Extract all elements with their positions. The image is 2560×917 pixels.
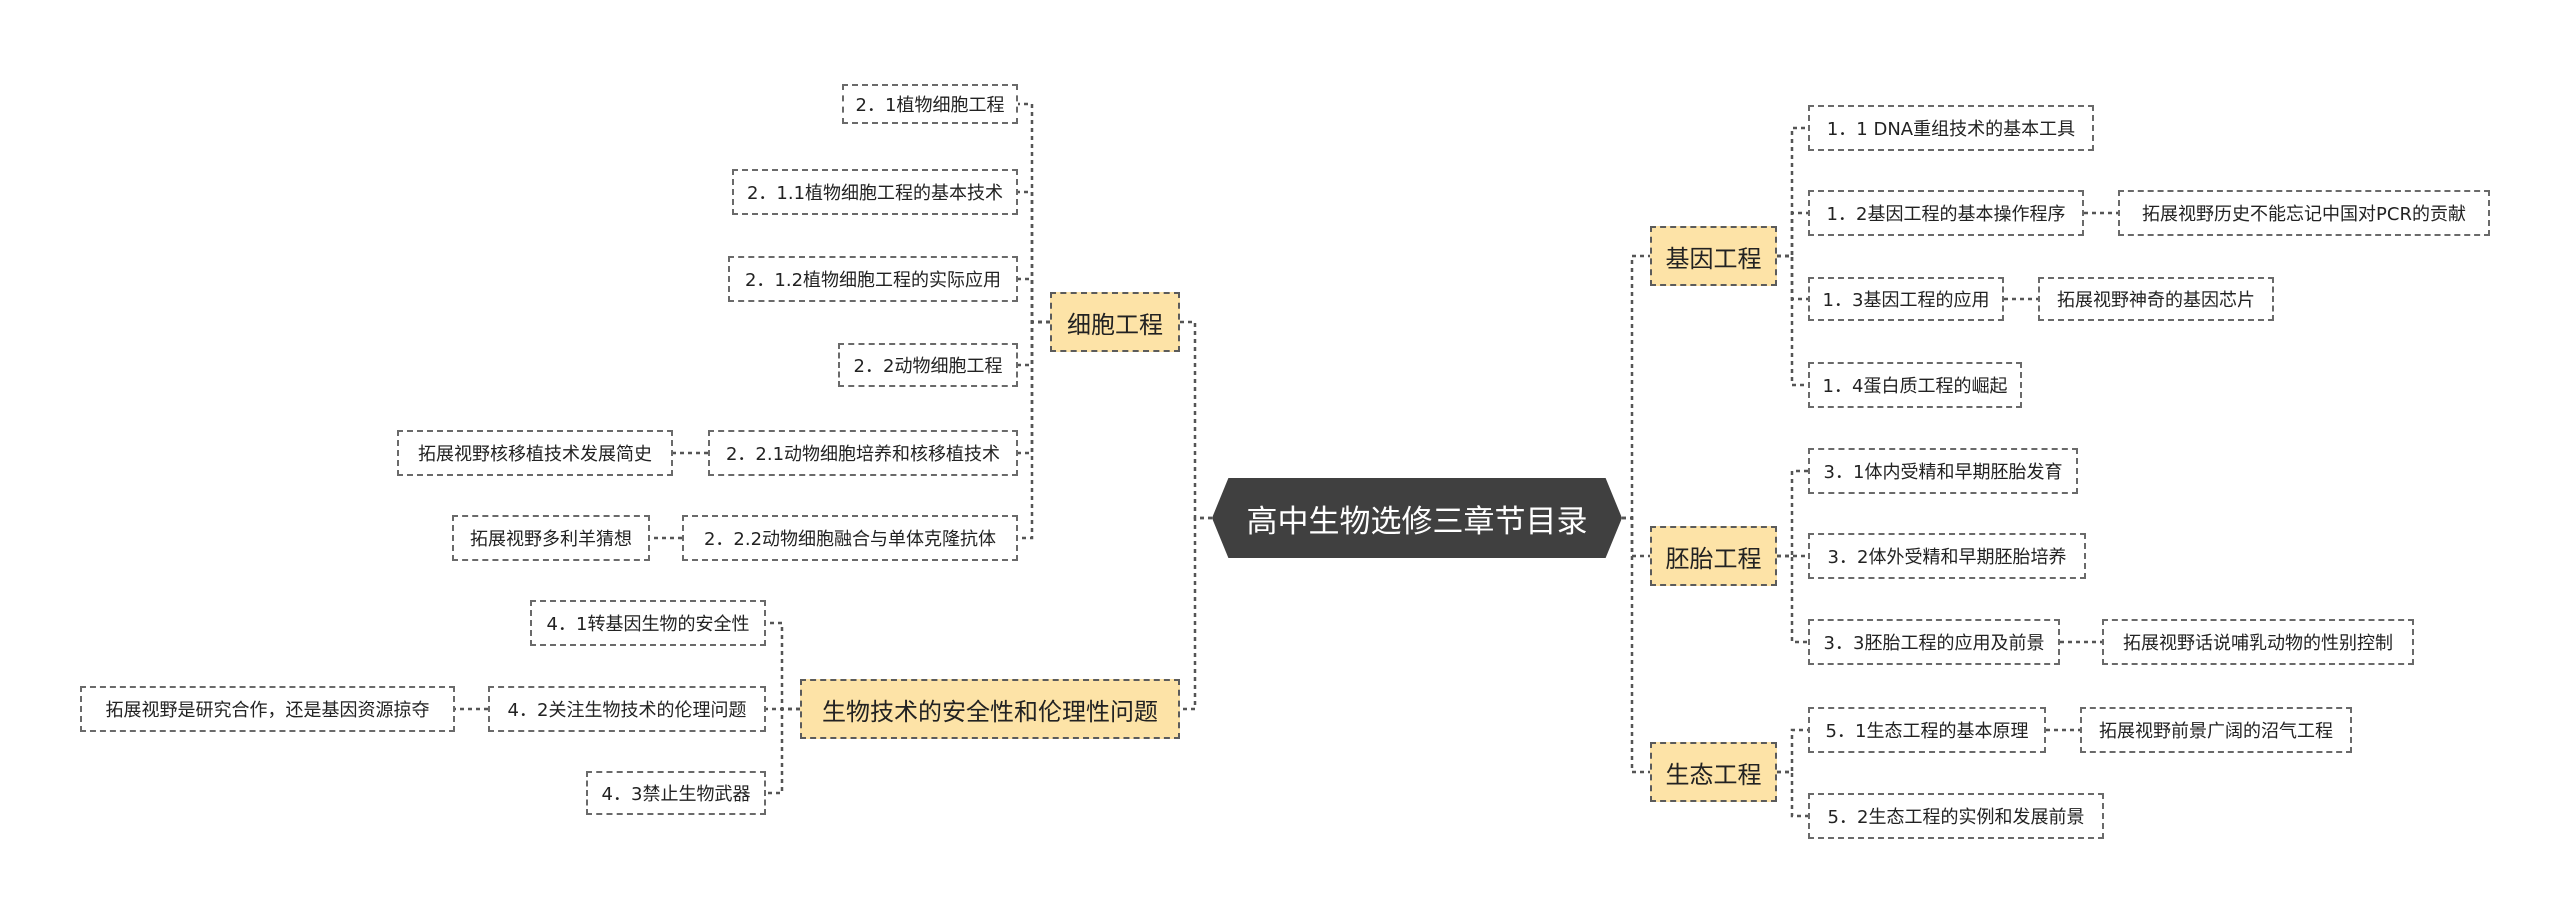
branch-biotech-safety-ethics[interactable]: 生物技术的安全性和伦理性问题 <box>800 679 1180 739</box>
leaf-1-2[interactable]: 1．2基因工程的基本操作程序 <box>1808 190 2084 236</box>
leaf-1-3[interactable]: 1．3基因工程的应用 <box>1808 277 2004 321</box>
link-root-left-0 <box>1180 320 1212 520</box>
link-branch-cell-engineering-5 <box>1018 320 1050 540</box>
branch-embryo-engineering[interactable]: 胚胎工程 <box>1650 526 1777 586</box>
leaf-2-1-2[interactable]: 2．1.2植物细胞工程的实际应用 <box>728 256 1018 302</box>
leaf-4-3[interactable]: 4．3禁止生物武器 <box>586 771 766 815</box>
link-root-right-1 <box>1622 516 1650 558</box>
leaf-1-1[interactable]: 1．1 DNA重组技术的基本工具 <box>1808 105 2094 151</box>
leaf-3-3[interactable]: 3．3胚胎工程的应用及前景 <box>1808 619 2060 665</box>
branch-genetic-engineering[interactable]: 基因工程 <box>1650 226 1777 286</box>
leaf-2-2-1[interactable]: 2．2.1动物细胞培养和核移植技术 <box>708 430 1018 476</box>
extra-research-or-plunder[interactable]: 拓展视野是研究合作，还是基因资源掠夺 <box>80 686 455 732</box>
leaf-5-2[interactable]: 5．2生态工程的实例和发展前景 <box>1808 793 2104 839</box>
link-branch-embryo-engineering-2 <box>1777 554 1808 644</box>
leaf-1-4[interactable]: 1．4蛋白质工程的崛起 <box>1808 362 2022 408</box>
extra-pcr-contribution[interactable]: 拓展视野历史不能忘记中国对PCR的贡献 <box>2118 190 2490 236</box>
leaf-3-2[interactable]: 3．2体外受精和早期胚胎培养 <box>1808 533 2086 579</box>
link-branch-embryo-engineering-0 <box>1777 469 1808 558</box>
leaf-4-1[interactable]: 4．1转基因生物的安全性 <box>530 600 766 646</box>
link-branch-cell-engineering-3 <box>1018 320 1050 367</box>
leaf-2-1[interactable]: 2．1植物细胞工程 <box>842 84 1018 124</box>
extra-gene-chip[interactable]: 拓展视野神奇的基因芯片 <box>2038 277 2274 321</box>
link-branch-cell-engineering-0 <box>1018 102 1050 324</box>
link-root-right-2 <box>1622 516 1650 774</box>
leaf-5-1[interactable]: 5．1生态工程的基本原理 <box>1808 707 2046 753</box>
branch-cell-engineering[interactable]: 细胞工程 <box>1050 292 1180 352</box>
leaf-4-2[interactable]: 4．2关注生物技术的伦理问题 <box>488 686 766 732</box>
leaf-2-2[interactable]: 2．2动物细胞工程 <box>838 343 1018 387</box>
link-root-left-1 <box>1180 516 1212 711</box>
link-branch-cell-engineering-1 <box>1018 190 1050 324</box>
link-root-right-0 <box>1622 254 1650 520</box>
link-branch-genetic-engineering-1 <box>1777 211 1808 258</box>
link-branch-biotech-safety-ethics-2 <box>766 707 800 795</box>
leaf-3-1[interactable]: 3．1体内受精和早期胚胎发育 <box>1808 448 2078 494</box>
link-branch-ecological-engineering-1 <box>1777 770 1808 818</box>
link-branch-cell-engineering-4 <box>1018 320 1050 455</box>
extra-dolly-sheep[interactable]: 拓展视野多利羊猜想 <box>452 515 650 561</box>
leaf-2-1-1[interactable]: 2．1.1植物细胞工程的基本技术 <box>732 169 1018 215</box>
link-branch-genetic-engineering-3 <box>1777 254 1808 387</box>
extra-sex-control[interactable]: 拓展视野话说哺乳动物的性别控制 <box>2102 619 2414 665</box>
branch-ecological-engineering[interactable]: 生态工程 <box>1650 742 1777 802</box>
link-branch-ecological-engineering-0 <box>1777 728 1808 774</box>
link-branch-biotech-safety-ethics-0 <box>766 621 800 711</box>
link-branch-genetic-engineering-2 <box>1777 254 1808 301</box>
leaf-2-2-2[interactable]: 2．2.2动物细胞融合与单体克隆抗体 <box>682 515 1018 561</box>
extra-nuclear-transfer-history[interactable]: 拓展视野核移植技术发展简史 <box>397 430 673 476</box>
root-topic[interactable]: 高中生物选修三章节目录 <box>1212 478 1622 558</box>
link-branch-cell-engineering-2 <box>1018 277 1050 324</box>
extra-biogas-engineering[interactable]: 拓展视野前景广阔的沼气工程 <box>2080 707 2352 753</box>
